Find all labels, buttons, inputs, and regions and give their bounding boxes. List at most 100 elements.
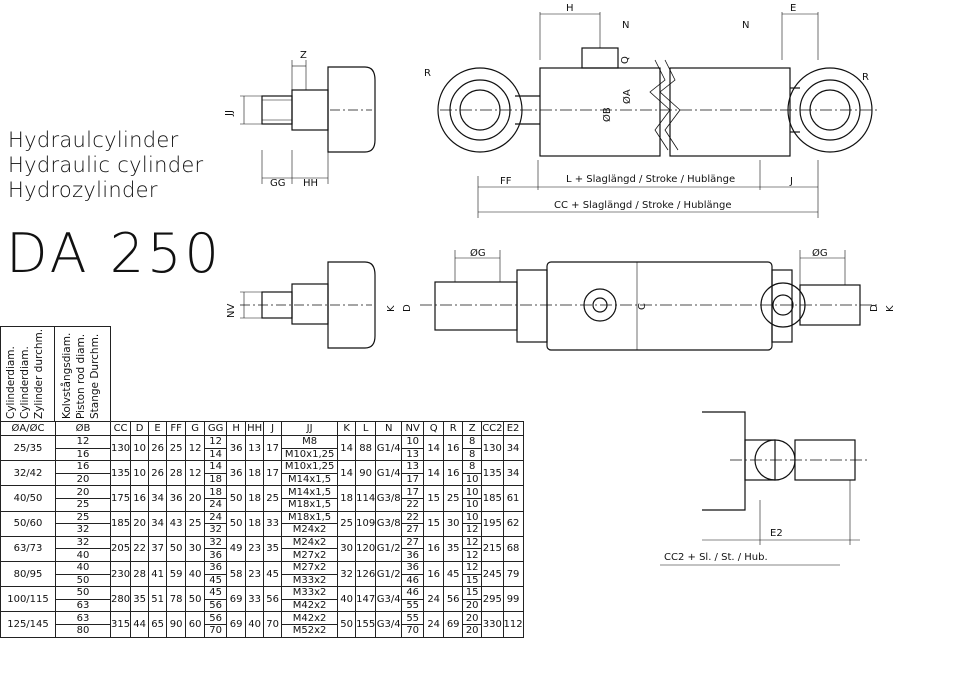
cell-g: 25: [185, 510, 206, 537]
cell-cc: 315: [109, 611, 132, 638]
cell-d: 10: [130, 434, 150, 462]
cell-gg: 56: [204, 611, 228, 625]
cell-k: 32: [337, 560, 357, 588]
cell-hh: 33: [245, 586, 265, 613]
cell-z: 8: [462, 460, 483, 474]
cell-cc2: 135: [481, 460, 504, 487]
cell-gg: 24: [204, 510, 228, 525]
cell-rod-diam: 40: [55, 560, 111, 575]
column-header: R: [443, 421, 464, 436]
column-header: K: [337, 421, 357, 436]
cell-e: 26: [148, 434, 168, 462]
cylinder-section-view: [437, 12, 880, 218]
label-cc-stroke: CC + Slaglängd / Stroke / Hublänge: [554, 200, 732, 211]
cell-ff: 28: [166, 460, 187, 487]
column-header: Q: [423, 421, 445, 436]
cell-h: 36: [226, 460, 247, 487]
cell-j: 17: [263, 460, 283, 487]
cell-cc2: 245: [481, 560, 504, 588]
cell-ff: 90: [166, 611, 187, 638]
label-e2: E2: [770, 528, 783, 539]
cell-jj: M27x2: [281, 560, 339, 575]
cell-z: 10: [462, 485, 483, 499]
header-rod-diam-en: Piston rod diam.: [75, 333, 87, 419]
model-name: DA 250: [6, 222, 222, 285]
column-header: E2: [502, 421, 524, 436]
cell-h: 69: [226, 611, 247, 638]
cell-z: 10: [462, 497, 483, 512]
cell-nv: 46: [401, 573, 425, 588]
cell-h: 69: [226, 586, 247, 613]
cell-cc: 185: [109, 510, 132, 537]
cell-h: 36: [226, 434, 247, 462]
cell-cc2: 130: [481, 434, 504, 462]
column-header: ØA/ØC: [0, 421, 56, 436]
cell-cylinder-diam: 32/42: [0, 460, 56, 487]
cell-gg: 18: [204, 472, 228, 487]
cell-cylinder-diam: 80/95: [0, 560, 56, 588]
label-n-1: N: [622, 20, 629, 31]
cell-jj: M42x2: [281, 611, 339, 625]
cylinder-side-view: [420, 250, 880, 351]
cell-l: 109: [355, 510, 377, 537]
cell-k: 14: [337, 460, 357, 487]
cell-r: 35: [443, 535, 464, 562]
cell-z: 10: [462, 472, 483, 487]
cell-gg: 24: [204, 497, 228, 512]
cell-z: 12: [462, 523, 483, 537]
cell-l: 88: [355, 434, 377, 462]
cell-hh: 13: [245, 434, 265, 462]
cell-cc: 205: [109, 535, 132, 562]
cell-l: 126: [355, 560, 377, 588]
cell-l: 120: [355, 535, 377, 562]
cell-cc2: 195: [481, 510, 504, 537]
cell-jj: M10x1,25: [281, 460, 339, 474]
cell-l: 114: [355, 485, 377, 512]
cell-ff: 59: [166, 560, 187, 588]
cell-nv: 55: [401, 598, 425, 613]
cell-z: 15: [462, 586, 483, 600]
cell-e: 34: [148, 510, 168, 537]
cell-g: 12: [185, 434, 206, 462]
cell-j: 33: [263, 510, 283, 537]
column-header: JJ: [281, 421, 339, 436]
cell-rod-diam: 50: [55, 573, 111, 588]
cell-z: 20: [462, 598, 483, 613]
cell-n: G1/2: [375, 535, 403, 562]
title-german: Hydrozylinder: [8, 178, 158, 202]
cell-k: 50: [337, 611, 357, 638]
label-hh: HH: [303, 178, 318, 189]
cell-gg: 36: [204, 548, 228, 562]
cell-j: 17: [263, 434, 283, 462]
cell-z: 20: [462, 623, 483, 638]
cell-jj: M18x1,5: [281, 510, 339, 525]
cell-jj: M27x2: [281, 548, 339, 562]
label-h: H: [566, 3, 574, 14]
label-r-2: R: [862, 72, 869, 83]
cell-r: 30: [443, 510, 464, 537]
header-rod-diam-sv: Kolvstångsdiam.: [61, 332, 73, 419]
column-header: ØB: [55, 421, 111, 436]
cell-r: 16: [443, 460, 464, 487]
header-cylinder-diam-sv: Cylinderdiam.: [5, 346, 17, 419]
cell-g: 40: [185, 560, 206, 588]
cell-l: 147: [355, 586, 377, 613]
cell-jj: M42x2: [281, 598, 339, 613]
cell-e: 26: [148, 460, 168, 487]
swivel-detail: [660, 411, 870, 566]
cell-gg: 70: [204, 623, 228, 638]
cell-cylinder-diam: 125/145: [0, 611, 56, 638]
cell-cylinder-diam: 63/73: [0, 535, 56, 562]
cell-gg: 45: [204, 586, 228, 600]
cell-hh: 23: [245, 535, 265, 562]
cell-e2: 112: [502, 611, 524, 638]
cell-rod-diam: 40: [55, 548, 111, 562]
cell-cc2: 185: [481, 485, 504, 512]
column-header: HH: [245, 421, 265, 436]
